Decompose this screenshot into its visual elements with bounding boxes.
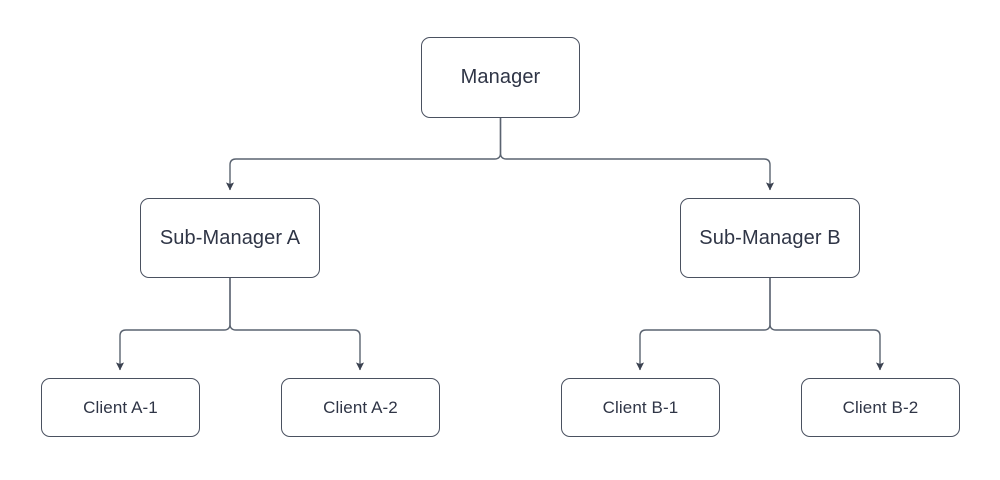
node-client-b2[interactable]: Client B-2 bbox=[801, 378, 960, 437]
edge-sub-manager-a-to-client-a2 bbox=[229, 278, 365, 371]
node-manager-label: Manager bbox=[460, 66, 541, 88]
edge-sub-manager-a-to-client-a1 bbox=[115, 278, 231, 371]
edge-manager-to-sub-manager-b bbox=[499, 118, 775, 191]
edge-sub-manager-b-to-client-b2 bbox=[769, 278, 885, 371]
node-sub-manager-b-label: Sub-Manager B bbox=[699, 226, 841, 249]
node-client-a1[interactable]: Client A-1 bbox=[41, 378, 200, 437]
node-client-a2-label: Client A-2 bbox=[323, 397, 398, 417]
edge-sub-manager-b-to-client-b1 bbox=[635, 278, 771, 371]
node-client-b1[interactable]: Client B-1 bbox=[561, 378, 720, 437]
node-client-b1-label: Client B-1 bbox=[602, 397, 679, 417]
node-client-a2[interactable]: Client A-2 bbox=[281, 378, 440, 437]
node-sub-manager-b[interactable]: Sub-Manager B bbox=[680, 198, 860, 278]
node-sub-manager-a-label: Sub-Manager A bbox=[159, 226, 301, 249]
node-sub-manager-a[interactable]: Sub-Manager A bbox=[140, 198, 320, 278]
node-client-a1-label: Client A-1 bbox=[83, 397, 158, 417]
edge-manager-to-sub-manager-a bbox=[225, 118, 502, 191]
node-manager[interactable]: Manager bbox=[421, 37, 580, 118]
node-client-b2-label: Client B-2 bbox=[842, 397, 919, 417]
